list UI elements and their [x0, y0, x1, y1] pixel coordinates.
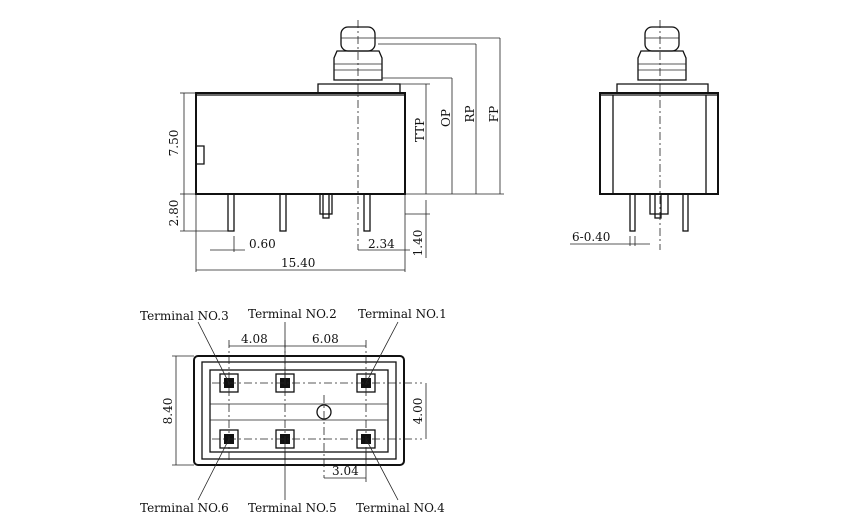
terminal-4-label: Terminal NO.4: [356, 501, 445, 515]
label-op: OP: [439, 109, 453, 127]
front-view: 6-0.40: [570, 20, 719, 250]
terminal-2-label: Terminal NO.2: [248, 307, 337, 321]
dim-width: 8.40: [161, 398, 175, 425]
dim-pin-width: 0.60: [249, 237, 276, 251]
bottom-view: 4.08 6.08 8.40 4.00 3.04 Terminal NO.3 T…: [140, 307, 447, 515]
side-view: 7.50 2.80 0.60 2.34 15.40 1.40 TTP OP RP…: [167, 20, 504, 272]
label-ttp: TTP: [413, 118, 427, 142]
dim-overall-length: 15.40: [281, 256, 315, 270]
dim-pin-offset: 2.34: [368, 237, 395, 251]
dim-pin-thickness: 6-0.40: [572, 230, 610, 244]
dim-body-height: 7.50: [167, 130, 181, 157]
terminal-3-label: Terminal NO.3: [140, 309, 229, 323]
terminal-5-label: Terminal NO.5: [248, 501, 337, 515]
terminal-6-label: Terminal NO.6: [140, 501, 229, 515]
dim-pitch-right: 6.08: [312, 332, 339, 346]
dim-center-offset: 3.04: [332, 464, 359, 478]
label-fp: FP: [487, 106, 501, 122]
terminal-1-label: Terminal NO.1: [358, 307, 447, 321]
dim-pitch-left: 4.08: [241, 332, 268, 346]
dim-plunger-pin-offset: 1.40: [411, 230, 425, 257]
dim-row-gap: 4.00: [411, 398, 425, 425]
dim-pin-length: 2.80: [167, 200, 181, 227]
label-rp: RP: [463, 105, 477, 122]
